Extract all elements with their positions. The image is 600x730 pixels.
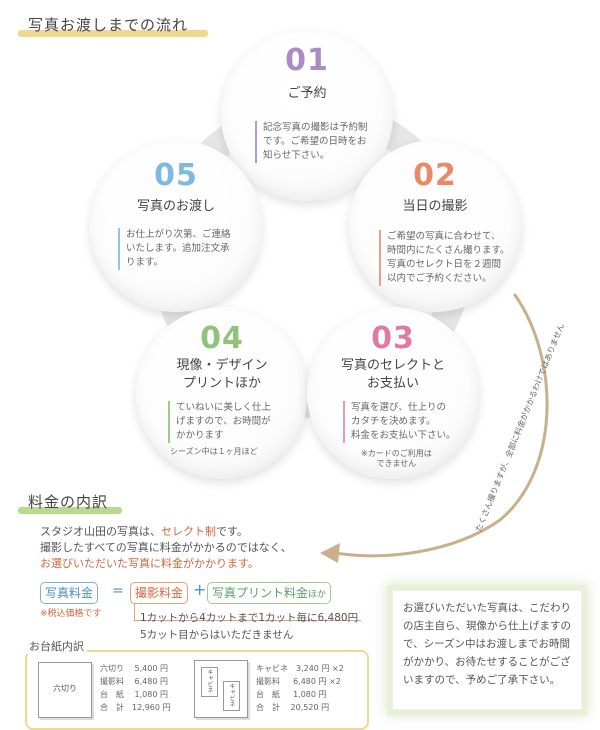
intro-line-2: 撮影したすべての写真に料金がかかるのではなく、 (40, 541, 292, 554)
intro-line-3: お選びいただいた写真に料金がかかります。 (40, 557, 259, 570)
cabinet-label-1: キャビネ (206, 669, 213, 693)
album-table-2: キャビネ 3,240 円 ×2 撮影料 6,480 円 ×2 台 紙 1,080… (256, 664, 344, 712)
step-01-title: ご予約 (287, 86, 327, 101)
step-03-number: 03 (371, 321, 415, 356)
shoot-price-pill: 撮影料金 (130, 582, 189, 604)
print-price-pill: 写真プリント料金ほか (207, 582, 332, 604)
step-04-desc: ていねいに美しく仕上 げますので、お時間が かかります (168, 401, 271, 443)
cabinet-photo-2: キャビネ (223, 681, 240, 711)
plus-sign: + (193, 580, 207, 599)
step-03-title: 写真のセレクトと お支払い (340, 358, 445, 391)
step-03-note: ※カードのご利用は できません (361, 449, 432, 468)
intro-line-1-end: です。 (216, 525, 248, 538)
step-04-number: 04 (200, 321, 244, 356)
cabinet-photo-1: キャビネ (201, 667, 218, 697)
print-price-suffix: ほか (308, 590, 327, 600)
side-note-box: お選びいただいた写真は、こだわりの店主自ら、現像から仕上げますので、シーズン中は… (392, 590, 582, 710)
step-05-title: 写真のお渡し (136, 199, 215, 214)
step-03-desc: 写真を選び、仕上りの カタチを決めます。 料金をお支払い下さい。 (343, 401, 456, 443)
cabinet-label-2: キャビネ (228, 683, 235, 707)
step-05-circle: 05 写真のお渡し お仕上がり次第、ご連絡 いたします。追加注文承 ります。 (90, 140, 262, 312)
print-price-label: 写真プリント料金 (212, 586, 309, 600)
heading-highlight (18, 30, 208, 37)
step-02-title: 当日の撮影 (402, 199, 468, 214)
step-02-circle: 02 当日の撮影 ご希望の写真に合わせて、 時間内にたくさん撮ります。 写真のセ… (349, 140, 521, 312)
step-04-circle: 04 現像・デザイン プリントほか ていねいに美しく仕上 げますので、お時間が … (136, 307, 308, 479)
step-04-note: シーズン中は１ヶ月ほど (170, 447, 258, 456)
step-01-circle: 01 ご予約 記念写真の撮影は予約制 です。ご希望の日時をお 知らせ下さい。 (221, 29, 393, 201)
price-intro: スタジオ山田の写真は、セレクト制です。 撮影したすべての写真に料金がかかるのでは… (40, 524, 292, 572)
step-02-number: 02 (413, 158, 457, 193)
step-03-circle: 03 写真のセレクトと お支払い 写真を選び、仕上りの カタチを決めます。 料金… (307, 307, 479, 479)
flow-heading: 写真お渡しまでの流れ (28, 16, 189, 34)
step-01-desc: 記念写真の撮影は予約制 です。ご希望の日時をお 知らせ下さい。 (255, 121, 368, 163)
price-heading: 料金の内訳 (28, 493, 109, 511)
album-heading: お台紙内訳 (26, 638, 87, 654)
album-thumb-rokugiri: 六切り (38, 662, 92, 718)
step-02-desc: ご希望の写真に合わせて、 時間内にたくさん撮ります。 写真のセレクト日を２週間 … (379, 230, 510, 286)
shoot-fee-line-1: 1カットから4カットまで1カット毎に6,480円 (140, 612, 359, 624)
arrow-caption: たくさん撮りますが、全部に料金がかかるわけではありません (474, 322, 567, 534)
shoot-bracket (134, 604, 361, 621)
step-05-number: 05 (154, 158, 198, 193)
thumb-label: 六切り (53, 684, 77, 693)
album-thumb-cabinet: キャビネ キャビネ (194, 660, 248, 718)
intro-line-1: スタジオ山田の写真は、 (40, 525, 161, 538)
price-heading-highlight (18, 507, 122, 514)
step-05-desc: お仕上がり次第、ご連絡 いたします。追加注文承 ります。 (118, 228, 231, 270)
side-note-text: お選びいただいた写真は、こだわりの店主自ら、現像から仕上げますので、シーズン中は… (403, 602, 571, 686)
total-price-pill: 写真料金 (40, 582, 99, 604)
intro-select-emphasis: セレクト制 (161, 525, 216, 538)
shoot-fee-line-2: 5カット目からはいただきません (140, 629, 294, 641)
album-table-1: 六切り 5,400 円 撮影料 6,480 円 台 紙 1,080 円 合 計 … (100, 664, 171, 712)
equals-sign: = (112, 583, 124, 599)
step-01-number: 01 (285, 43, 329, 78)
tax-note: ※税込価格です (40, 609, 102, 619)
step-04-title: 現像・デザイン プリントほか (176, 358, 268, 391)
